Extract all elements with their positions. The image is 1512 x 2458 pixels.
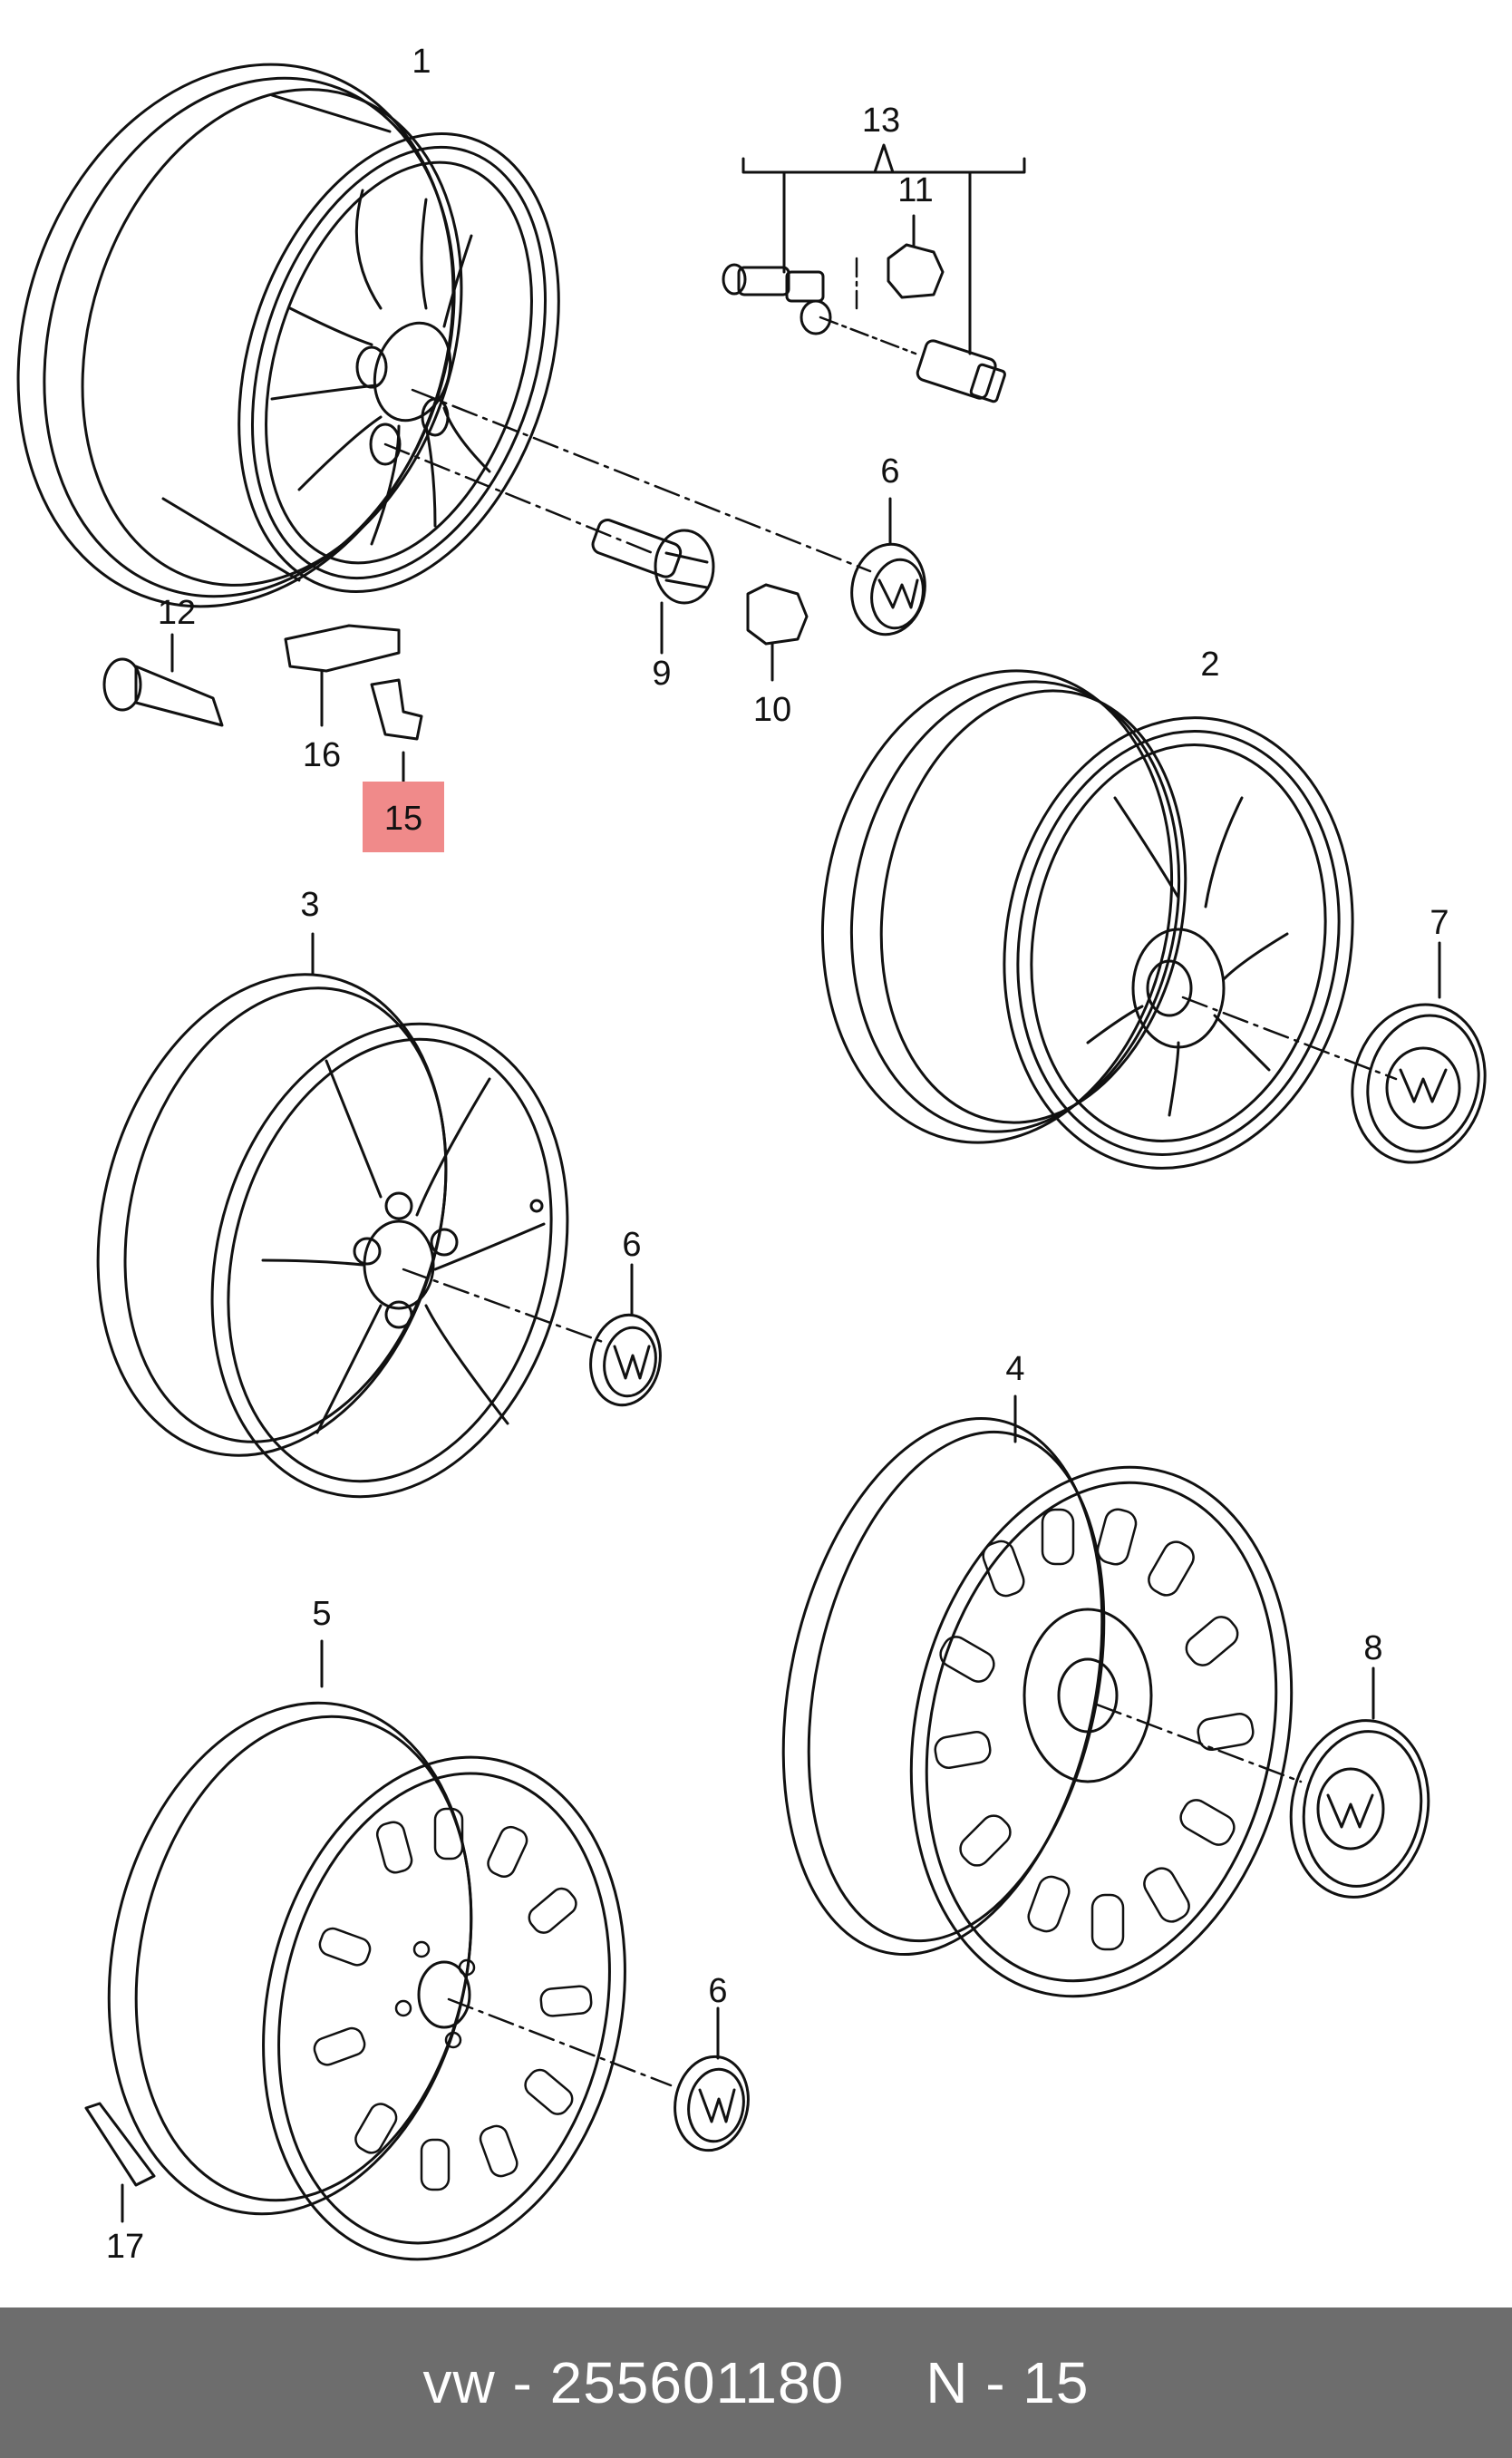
callout-15[interactable]: 15 bbox=[384, 800, 422, 838]
trim-17[interactable] bbox=[84, 2102, 156, 2223]
part-number: vw - 255601180 bbox=[422, 2350, 845, 2415]
wheel-5[interactable] bbox=[63, 1639, 673, 2293]
callout-16[interactable]: 16 bbox=[303, 736, 341, 774]
callout-1[interactable]: 1 bbox=[412, 43, 431, 81]
parts-diagram: 1 2 3 4 5 6 6 6 7 8 9 10 11 12 13 15 16 … bbox=[0, 7, 1503, 2293]
callout-4[interactable]: 4 bbox=[1005, 1350, 1024, 1388]
balance-weight-16[interactable] bbox=[284, 624, 401, 727]
diagram-position: N - 15 bbox=[926, 2350, 1090, 2415]
clip-15[interactable] bbox=[370, 678, 423, 783]
callout-6-top[interactable]: 6 bbox=[880, 452, 899, 491]
callout-10[interactable]: 10 bbox=[753, 691, 791, 729]
callout-8[interactable]: 8 bbox=[1363, 1629, 1382, 1667]
callout-7[interactable]: 7 bbox=[1430, 904, 1449, 942]
center-cap-6-middle[interactable] bbox=[584, 1263, 667, 1411]
center-cap-7[interactable] bbox=[1335, 941, 1503, 1178]
callout-11[interactable]: 11 bbox=[897, 171, 933, 209]
wheel-4[interactable] bbox=[737, 1389, 1339, 2033]
center-cap-8[interactable] bbox=[1277, 1666, 1442, 1909]
valve-12[interactable] bbox=[102, 633, 224, 727]
wheel-2[interactable] bbox=[786, 643, 1398, 1196]
highlight-box-15 bbox=[363, 782, 444, 852]
callout-9[interactable]: 9 bbox=[652, 655, 671, 693]
bolt-9[interactable] bbox=[590, 518, 715, 655]
center-cap-6-bottom[interactable] bbox=[668, 2006, 756, 2156]
nut-10[interactable] bbox=[746, 583, 809, 682]
wheel-1[interactable] bbox=[0, 7, 614, 664]
callout-6-bottom[interactable]: 6 bbox=[708, 1972, 727, 2010]
callout-labels: 1 2 3 4 5 6 6 6 7 8 9 10 11 12 13 15 16 … bbox=[106, 43, 1449, 2266]
wheel-3[interactable] bbox=[46, 932, 618, 1537]
callout-13[interactable]: 13 bbox=[862, 102, 900, 140]
bolt-set-13[interactable] bbox=[722, 143, 1026, 403]
center-cap-6-top[interactable] bbox=[845, 497, 932, 640]
callout-6-middle[interactable]: 6 bbox=[622, 1226, 641, 1264]
callout-12[interactable]: 12 bbox=[158, 594, 196, 632]
callout-17[interactable]: 17 bbox=[106, 2228, 144, 2266]
callout-5[interactable]: 5 bbox=[312, 1595, 331, 1633]
callout-3[interactable]: 3 bbox=[300, 886, 319, 924]
nut-11[interactable] bbox=[887, 214, 945, 299]
callout-2[interactable]: 2 bbox=[1200, 646, 1219, 684]
part-info-bar: vw - 255601180 N - 15 bbox=[0, 2307, 1512, 2458]
